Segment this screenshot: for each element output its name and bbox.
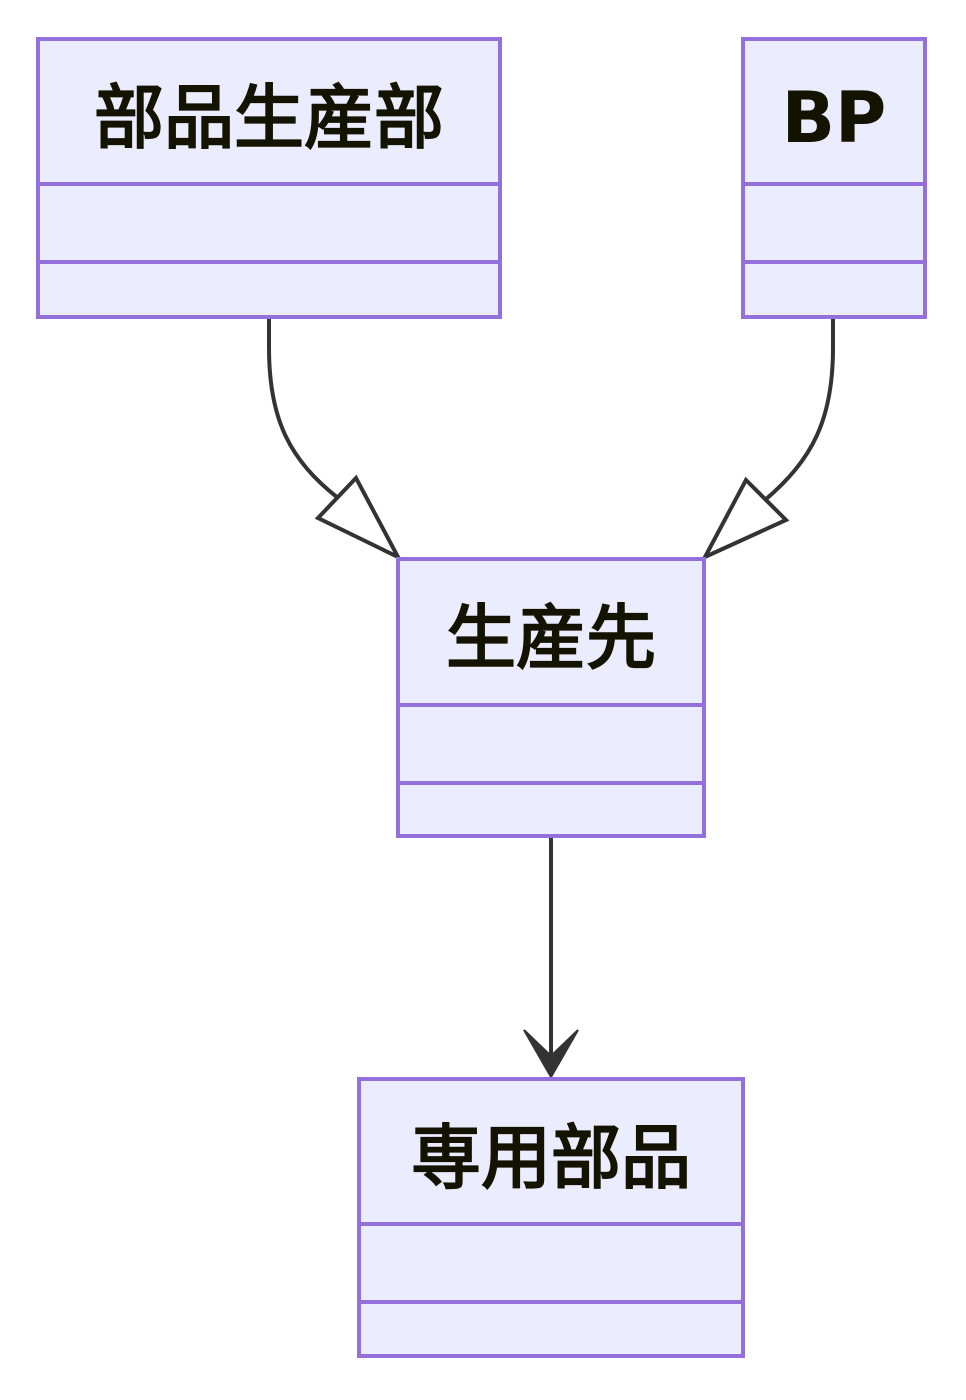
- inheritance-edge: [763, 318, 835, 502]
- class-senyo-buhin[interactable]: 専用部品: [357, 1077, 745, 1358]
- inheritance-edge: [267, 318, 340, 500]
- relation-buhin-seisanbu-to-seisansaki: [267, 318, 403, 562]
- inheritance-arrowhead-icon: [700, 476, 790, 562]
- class-title: 専用部品: [411, 1117, 691, 1199]
- class-title: BP: [782, 77, 887, 159]
- class-title: 部品生産部: [94, 77, 444, 159]
- inheritance-arrowhead-icon: [314, 474, 403, 562]
- class-title: 生産先: [446, 597, 656, 679]
- class-seisansaki[interactable]: 生産先: [396, 557, 706, 838]
- class-bp[interactable]: BP: [741, 37, 927, 319]
- relation-bp-to-seisansaki: [700, 318, 835, 562]
- association-arrowhead-icon: [523, 1029, 579, 1080]
- class-buhin-seisanbu[interactable]: 部品生産部: [36, 37, 502, 319]
- relation-seisansaki-to-senyo-buhin: [523, 838, 579, 1080]
